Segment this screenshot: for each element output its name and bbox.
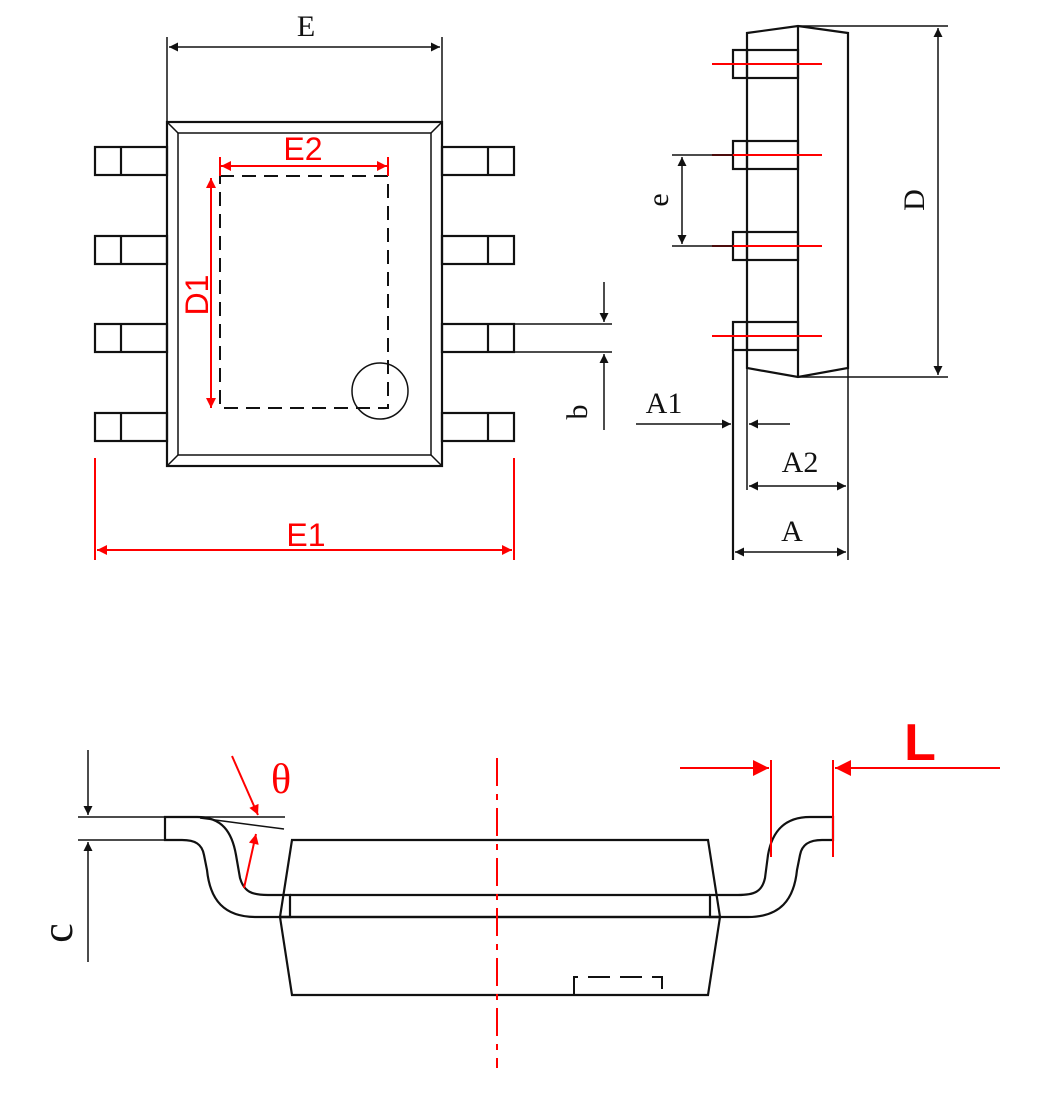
exposed-pad-mark <box>573 976 663 995</box>
pin-3 <box>93 322 169 354</box>
label-e: e <box>642 193 675 206</box>
front-view-body-bottom <box>278 915 722 997</box>
front-view-body-top <box>278 838 722 919</box>
exposed-pad-outline <box>219 175 389 409</box>
top-view: E E2 D1 E1 b <box>93 10 612 560</box>
front-view: c θ L <box>33 714 1000 1068</box>
top-view-body-inner <box>177 132 432 456</box>
side-view-leads <box>731 48 800 352</box>
lead-centerlines <box>712 63 822 337</box>
pin-6 <box>440 322 516 354</box>
label-c: c <box>33 923 82 943</box>
label-E: E <box>297 10 315 43</box>
label-theta: θ <box>271 757 291 803</box>
label-b: b <box>561 405 594 420</box>
label-L: L <box>904 714 936 772</box>
label-D1: D1 <box>179 275 215 316</box>
dim-theta-arrow-bottom <box>243 833 259 889</box>
dim-theta-arrow-top <box>231 755 259 816</box>
label-A2: A2 <box>782 446 819 479</box>
top-view-body-outer <box>165 120 444 468</box>
label-A1: A1 <box>646 387 683 420</box>
pin-1 <box>93 145 169 177</box>
label-E2: E2 <box>283 131 322 167</box>
side-view: e D A1 A2 A <box>636 24 948 560</box>
pin-7 <box>440 234 516 266</box>
label-A: A <box>781 515 803 548</box>
pin1-marker-circle <box>351 362 409 420</box>
left-pins <box>93 145 169 443</box>
right-pins <box>440 145 516 443</box>
label-D: D <box>898 189 931 211</box>
pin-8 <box>440 145 516 177</box>
pin-2 <box>93 234 169 266</box>
pin-4 <box>93 411 169 443</box>
left-lead <box>163 815 292 919</box>
right-lead <box>708 815 835 919</box>
pin-5 <box>440 411 516 443</box>
label-E1: E1 <box>286 517 325 553</box>
